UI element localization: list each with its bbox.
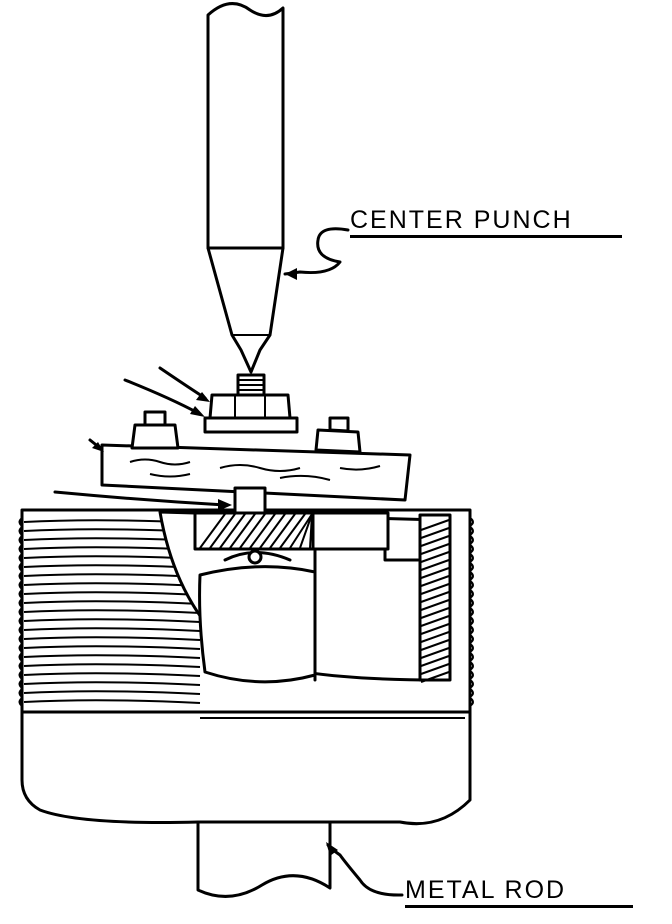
metal-rod-leader bbox=[326, 843, 404, 897]
hatch-line bbox=[219, 513, 246, 549]
hatch-line bbox=[18, 553, 474, 563]
hatch-line bbox=[420, 615, 450, 627]
hatch-line bbox=[23, 591, 201, 596]
hatch-line bbox=[420, 639, 450, 651]
hatch-line bbox=[23, 573, 201, 578]
hatch-line bbox=[23, 690, 201, 695]
hatch-line bbox=[18, 589, 474, 599]
hatch-line bbox=[23, 609, 201, 614]
hatch-line bbox=[18, 598, 474, 608]
hatch-line bbox=[23, 672, 201, 677]
hatch-line bbox=[420, 599, 450, 611]
hatch-line bbox=[299, 513, 313, 549]
hatch-line bbox=[420, 559, 450, 571]
hatch-line bbox=[23, 654, 201, 659]
hatch-line bbox=[259, 513, 286, 549]
center-punch bbox=[206, 2, 285, 374]
hatch-line bbox=[18, 580, 474, 590]
hatch-line bbox=[23, 663, 201, 668]
hatch-line bbox=[420, 591, 450, 603]
plate-nut-right bbox=[314, 416, 362, 454]
hatch-line bbox=[199, 513, 226, 549]
hatch-line bbox=[18, 625, 474, 635]
hatch-line bbox=[23, 618, 201, 623]
hatch-line bbox=[18, 562, 474, 572]
hatch-line bbox=[420, 623, 450, 635]
hatch-line bbox=[23, 600, 201, 605]
center-punch-label: CENTER PUNCH bbox=[350, 207, 622, 238]
hatch-line bbox=[229, 513, 256, 549]
hatch-line bbox=[23, 645, 201, 650]
center-nut bbox=[203, 373, 299, 434]
hatch-line bbox=[420, 647, 450, 659]
plate-nut-left bbox=[130, 410, 180, 450]
hatch-line bbox=[249, 513, 276, 549]
hatch-line bbox=[420, 535, 450, 547]
hatch-line bbox=[18, 544, 474, 554]
hatch-line bbox=[18, 607, 474, 617]
hatch-line bbox=[269, 513, 296, 549]
hatch-line bbox=[18, 526, 474, 536]
hatch-line bbox=[18, 661, 474, 671]
hatch-line bbox=[18, 679, 474, 689]
metal-rod bbox=[196, 798, 332, 898]
center-punch-arrowhead bbox=[285, 268, 297, 280]
hatch-line bbox=[23, 699, 201, 704]
hatch-line bbox=[420, 543, 450, 555]
hatch-line bbox=[420, 631, 450, 643]
hatch-line bbox=[420, 527, 450, 539]
hatch-line bbox=[18, 652, 474, 662]
hatch-line bbox=[23, 582, 201, 587]
center-punch-leader bbox=[283, 227, 350, 276]
hatch-line bbox=[289, 513, 313, 549]
hatch-line bbox=[420, 655, 450, 667]
hatch-line bbox=[420, 567, 450, 579]
hatch-line bbox=[18, 670, 474, 680]
hatch-line bbox=[420, 607, 450, 619]
metal-rod-label: METAL ROD bbox=[405, 877, 633, 908]
hatch-line bbox=[23, 681, 201, 686]
hatch-line bbox=[18, 616, 474, 626]
threaded-body bbox=[18, 508, 474, 714]
hatch-line bbox=[18, 643, 474, 653]
wooden-plate bbox=[100, 443, 412, 515]
hatch-line bbox=[18, 517, 474, 527]
metal-rod-arrowhead bbox=[326, 842, 338, 856]
hatch-line bbox=[420, 583, 450, 595]
hatch-line bbox=[23, 627, 201, 632]
hatch-line bbox=[420, 519, 450, 531]
hatch-line bbox=[420, 551, 450, 563]
hatch-line bbox=[279, 513, 306, 549]
hatch-line bbox=[239, 513, 266, 549]
hatch-line bbox=[420, 663, 450, 675]
hatch-line bbox=[18, 697, 474, 707]
hatch-line bbox=[18, 634, 474, 644]
hatch-line bbox=[23, 636, 201, 641]
hatch-line bbox=[18, 571, 474, 581]
hatch-line bbox=[420, 671, 450, 683]
pointer-arrows bbox=[53, 366, 232, 511]
base-block bbox=[20, 710, 472, 826]
hatch-line bbox=[209, 513, 236, 549]
hatch-line bbox=[420, 575, 450, 587]
hatch-line bbox=[18, 535, 474, 545]
hatch-line bbox=[18, 688, 474, 698]
